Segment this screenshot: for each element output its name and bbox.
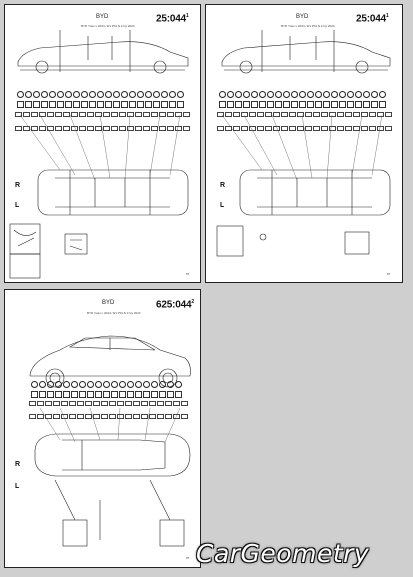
page-footer-number: 87 — [387, 272, 391, 276]
page-footer-number: 87 — [186, 272, 190, 276]
side-label-right: R — [15, 182, 21, 189]
body-side-outline — [17, 41, 189, 67]
table-row-page1 — [15, 112, 190, 117]
symbol-row-page1-parts — [17, 101, 184, 108]
table-row-page3-b — [29, 414, 188, 419]
page-number: 25:0441 — [156, 13, 189, 25]
symbol-row-page3-circles — [31, 381, 182, 388]
page-brand: BYD — [102, 300, 115, 306]
car-top-view — [34, 433, 191, 477]
side-label-right: R — [220, 182, 226, 189]
symbol-row-page2-circles — [219, 91, 386, 98]
symbol-row-page1-circles — [17, 91, 184, 98]
diagram-page-2: BYD 25:0441 BYD Yuan L 2024 / EV PKLN 3 … — [205, 4, 403, 283]
side-label-left: L — [15, 202, 20, 209]
wheel-rear — [153, 60, 167, 74]
diagram-page-1: BYD 25:0441 BYD Yuan L 2024 / EV PKLN 3 … — [4, 4, 201, 283]
diagram-page-3: BYD 625:0442 BYD Yuan L 2024 / EV PKLN 3… — [4, 289, 201, 568]
page-brand: BYD — [96, 14, 109, 20]
page-number: 625:0442 — [156, 299, 194, 311]
side-label-left: L — [220, 202, 225, 209]
side-label-right: R — [15, 461, 21, 468]
underbody-outline — [37, 169, 189, 216]
page-subtitle: BYD Yuan L 2024 / EV PKLN 3 Gy 2024 — [87, 311, 141, 315]
page-footer-number: 87 — [186, 556, 190, 560]
page-subtitle: BYD Yuan L 2024 / EV PKLN 3 Gy 2024 — [281, 24, 335, 28]
table-row-page3 — [29, 401, 188, 406]
table-row-page2-b — [217, 126, 392, 131]
side-label-left: L — [15, 483, 20, 490]
page-number: 25:0441 — [356, 13, 389, 25]
symbol-row-page2-parts — [219, 101, 386, 108]
wheel-front — [35, 60, 49, 74]
cargeometry-logo: CarGeometry — [196, 539, 370, 568]
page-subtitle: BYD Yuan L 2024 / EV PKLN 3 Gy 2024 — [81, 24, 135, 28]
car-side-profile — [29, 335, 191, 377]
table-row-page1-b — [15, 126, 190, 131]
table-row-page2 — [217, 112, 392, 117]
page-brand: BYD — [296, 14, 309, 20]
symbol-row-page3-parts — [31, 391, 182, 398]
